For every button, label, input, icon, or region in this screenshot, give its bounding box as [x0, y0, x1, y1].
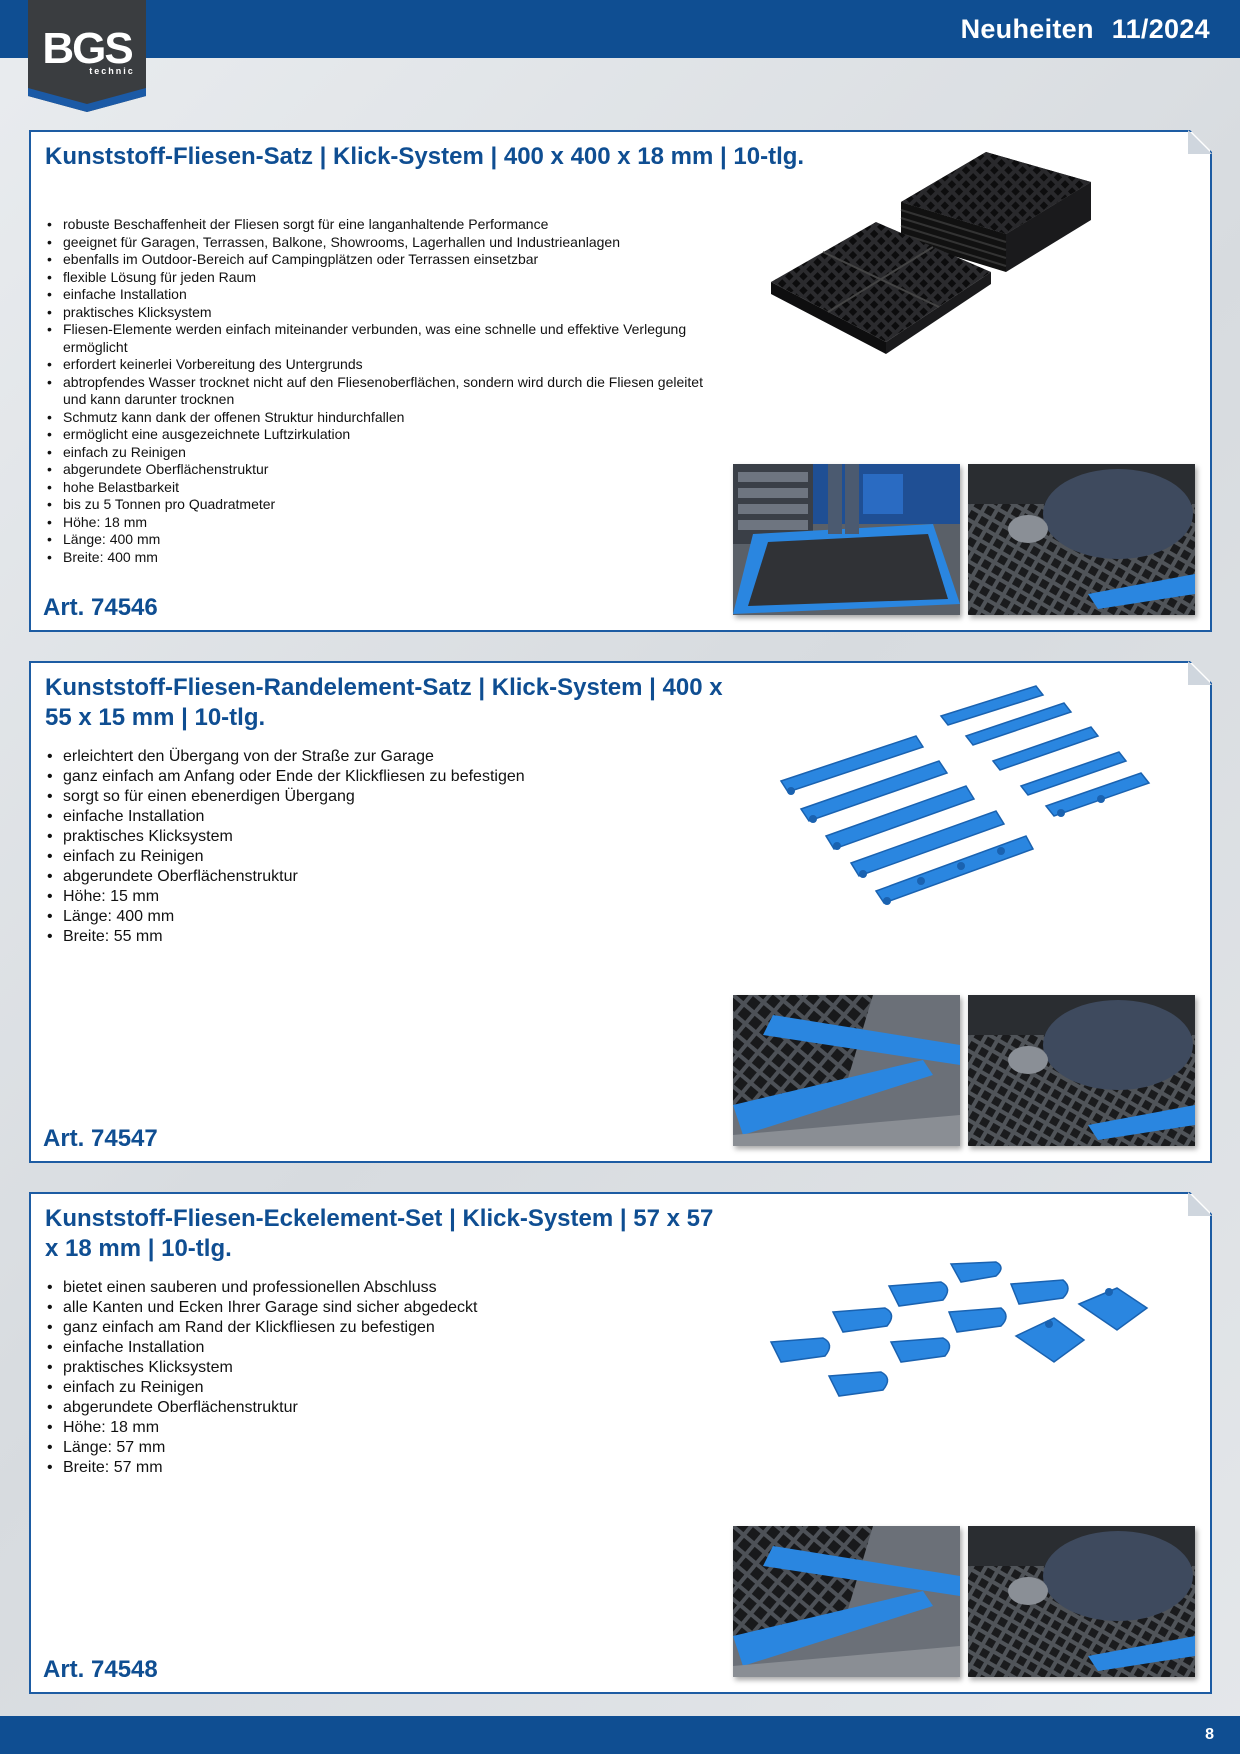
installation-photo-kneeling: [968, 995, 1195, 1146]
feature-item: abgerundete Oberflächenstruktur: [45, 461, 725, 479]
feature-item: erleichtert den Übergang von der Straße …: [45, 747, 725, 767]
card-corner-fold: [1188, 661, 1212, 685]
installation-photo-kneeling: [968, 464, 1195, 615]
feature-item: erfordert keinerlei Vorbereitung des Unt…: [45, 356, 725, 374]
header-bar: Neuheiten 11/2024: [0, 0, 1240, 58]
feature-item: einfach zu Reinigen: [45, 1378, 725, 1398]
feature-item: praktisches Klicksystem: [45, 1358, 725, 1378]
card-corner-fold: [1188, 130, 1212, 154]
article-number: Art. 74546: [43, 594, 158, 621]
feature-item: abgerundete Oberflächenstruktur: [45, 867, 725, 887]
feature-item: flexible Lösung für jeden Raum: [45, 269, 725, 287]
footer-bar: 8: [0, 1716, 1240, 1754]
feature-item: Breite: 55 mm: [45, 927, 725, 947]
header-issue: 11/2024: [1111, 14, 1210, 44]
feature-item: Länge: 400 mm: [45, 907, 725, 927]
feature-item: praktisches Klicksystem: [45, 304, 725, 322]
svg-text:technic: technic: [89, 66, 135, 76]
corner-pieces-image: [761, 1254, 1201, 1424]
feature-item: Fliesen-Elemente werden einfach miteinan…: [45, 321, 725, 356]
feature-item: bietet einen sauberen und professionelle…: [45, 1278, 725, 1298]
installation-photo-mat: [733, 464, 960, 615]
installation-photo-kneeling: [968, 1526, 1195, 1677]
header-title: Neuheiten 11/2024: [943, 14, 1210, 45]
brand-logo: BGS technic: [28, 0, 146, 112]
feature-item: einfache Installation: [45, 286, 725, 304]
tile-set-image: [761, 142, 1201, 422]
feature-item: bis zu 5 Tonnen pro Quadratmeter: [45, 496, 725, 514]
feature-item: Breite: 400 mm: [45, 549, 725, 567]
product-title: Kunststoff-Fliesen-Randelement-Satz | Kl…: [45, 674, 723, 731]
feature-item: einfach zu Reinigen: [45, 444, 725, 462]
page-number: 8: [1205, 1726, 1214, 1743]
product-card-74546: Kunststoff-Fliesen-Satz | Klick-System |…: [29, 130, 1212, 632]
feature-item: Höhe: 18 mm: [45, 514, 725, 532]
edge-strips-image: [761, 681, 1201, 921]
feature-item: einfach zu Reinigen: [45, 847, 725, 867]
product-card-74548: Kunststoff-Fliesen-Eckelement-Set | Klic…: [29, 1192, 1212, 1694]
card-corner-fold: [1188, 1192, 1212, 1216]
feature-item: ermöglicht eine ausgezeichnete Luftzirku…: [45, 426, 725, 444]
feature-item: einfache Installation: [45, 807, 725, 827]
feature-item: hohe Belastbarkeit: [45, 479, 725, 497]
feature-item: Länge: 57 mm: [45, 1438, 725, 1458]
header-label: Neuheiten: [960, 14, 1094, 44]
product-card-74547: Kunststoff-Fliesen-Randelement-Satz | Kl…: [29, 661, 1212, 1163]
svg-text:BGS: BGS: [42, 24, 132, 73]
feature-item: ganz einfach am Anfang oder Ende der Kli…: [45, 767, 725, 787]
feature-item: Breite: 57 mm: [45, 1458, 725, 1478]
feature-item: Länge: 400 mm: [45, 531, 725, 549]
product-title: Kunststoff-Fliesen-Satz | Klick-System |…: [45, 143, 805, 170]
installation-photo-edge: [733, 1526, 960, 1677]
feature-item: geeignet für Garagen, Terrassen, Balkone…: [45, 234, 725, 252]
feature-list: robuste Beschaffenheit der Fliesen sorgt…: [45, 216, 725, 566]
product-title: Kunststoff-Fliesen-Eckelement-Set | Klic…: [45, 1205, 714, 1262]
article-number: Art. 74547: [43, 1125, 158, 1152]
feature-item: sorgt so für einen ebenerdigen Übergang: [45, 787, 725, 807]
feature-item: robuste Beschaffenheit der Fliesen sorgt…: [45, 216, 725, 234]
feature-item: Höhe: 15 mm: [45, 887, 725, 907]
feature-item: Höhe: 18 mm: [45, 1418, 725, 1438]
feature-item: praktisches Klicksystem: [45, 827, 725, 847]
installation-photo-edge: [733, 995, 960, 1146]
feature-list: bietet einen sauberen und professionelle…: [45, 1278, 725, 1478]
feature-item: alle Kanten und Ecken Ihrer Garage sind …: [45, 1298, 725, 1318]
feature-item: Schmutz kann dank der offenen Struktur h…: [45, 409, 725, 427]
feature-item: ganz einfach am Rand der Klickfliesen zu…: [45, 1318, 725, 1338]
feature-item: einfache Installation: [45, 1338, 725, 1358]
article-number: Art. 74548: [43, 1656, 158, 1683]
feature-item: abgerundete Oberflächenstruktur: [45, 1398, 725, 1418]
feature-list: erleichtert den Übergang von der Straße …: [45, 747, 725, 947]
feature-item: abtropfendes Wasser trocknet nicht auf d…: [45, 374, 725, 409]
feature-item: ebenfalls im Outdoor-Bereich auf Camping…: [45, 251, 725, 269]
